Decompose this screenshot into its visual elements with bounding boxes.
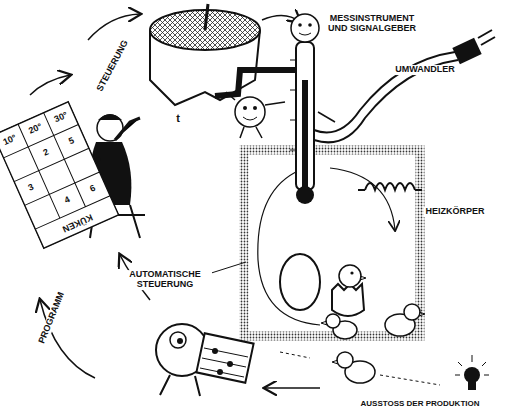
symbol-label: t (174, 112, 182, 124)
component-label: HEIZKÖRPER (423, 207, 486, 217)
component-label: AUSSTOSS DER PRODUKTION (359, 400, 482, 409)
component-label: UMWANDLER (393, 65, 457, 75)
component-label: STEUERUNG (94, 37, 131, 95)
flow-label: PROGRAMM (36, 289, 67, 347)
component-label: MESSINSTRUMENT UND SIGNALGEBER (323, 14, 422, 34)
component-label: AUTOMATISCHE STEUERUNG (118, 270, 212, 290)
